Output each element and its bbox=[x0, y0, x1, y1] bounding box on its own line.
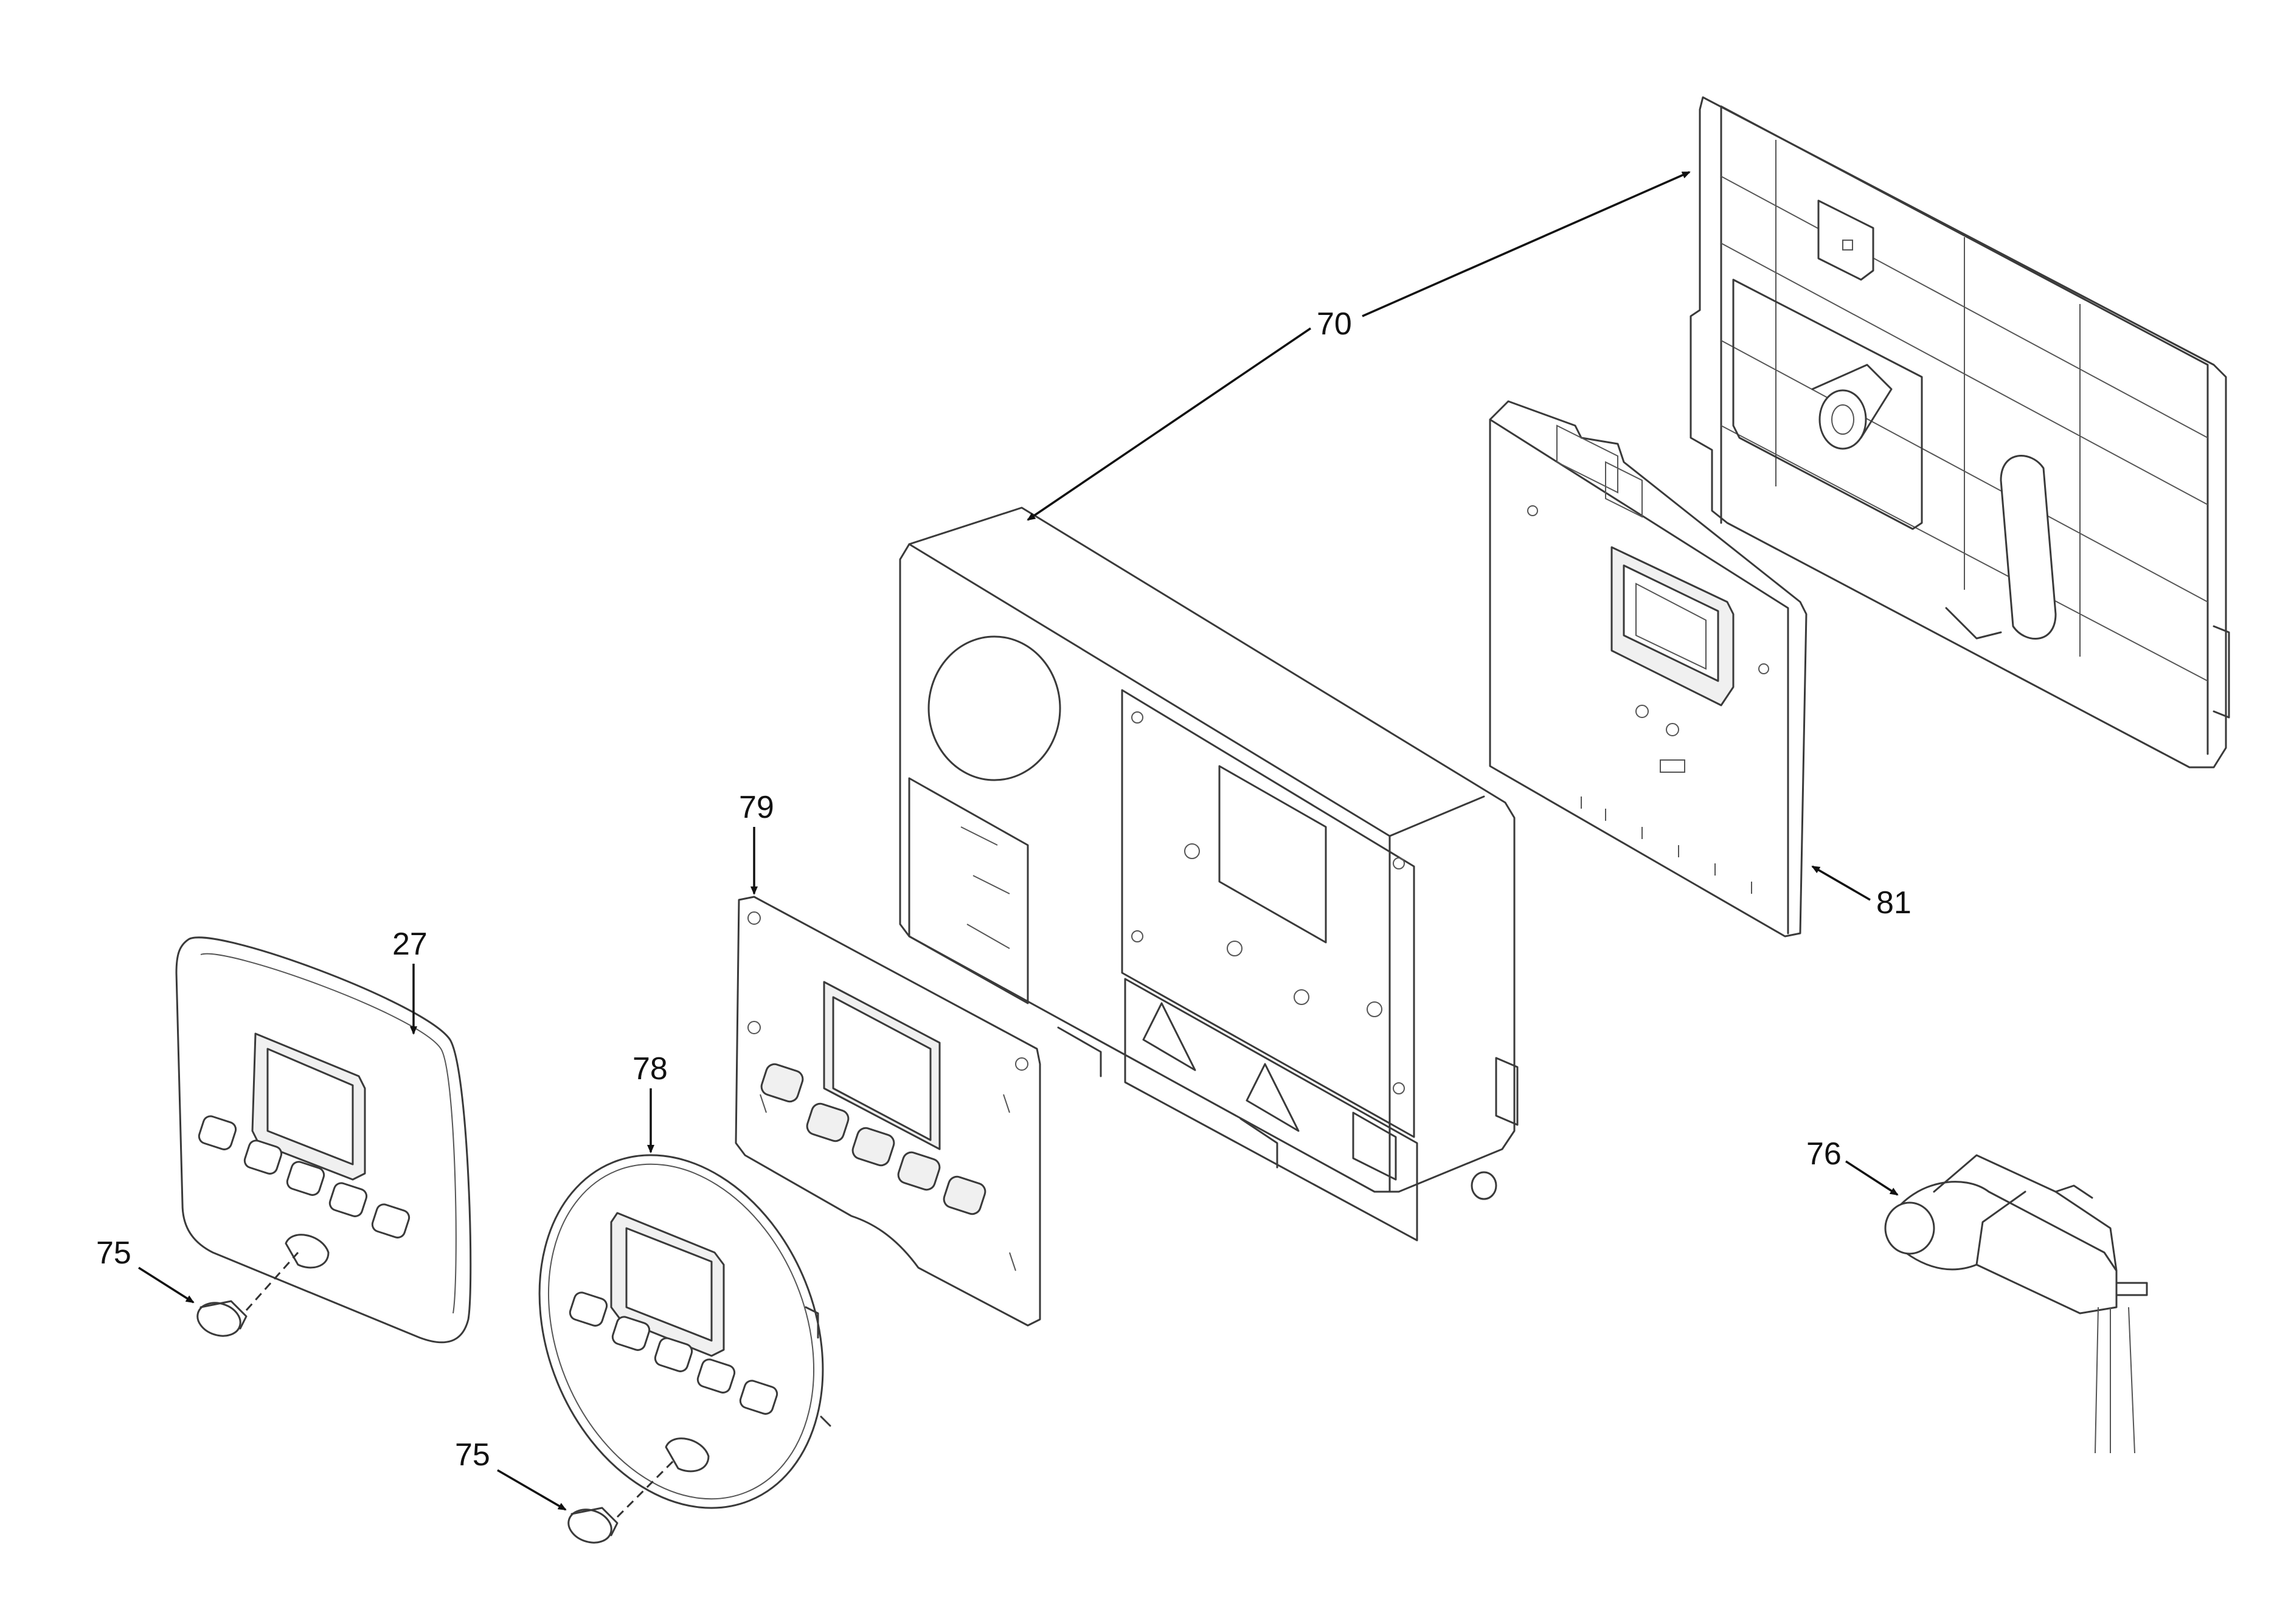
back-plate-part bbox=[1690, 96, 2230, 769]
leader-70-back bbox=[1362, 171, 1691, 317]
plug-part-a bbox=[196, 1300, 248, 1337]
callout-76: 76 bbox=[1806, 1136, 1842, 1172]
rectangular-cover-part bbox=[175, 936, 472, 1344]
callout-75-b: 75 bbox=[455, 1437, 490, 1473]
display-board-part bbox=[735, 896, 1041, 1327]
leader-75-b bbox=[497, 1469, 567, 1511]
plug-part-b bbox=[567, 1507, 619, 1544]
callout-27: 27 bbox=[392, 927, 428, 962]
callout-75-a: 75 bbox=[96, 1235, 131, 1271]
leader-70-front bbox=[1027, 327, 1311, 521]
callout-81: 81 bbox=[1876, 885, 1911, 921]
control-housing-part bbox=[899, 506, 1519, 1242]
callout-79: 79 bbox=[739, 790, 774, 825]
leader-75-a bbox=[138, 1266, 195, 1304]
circuit-board-part bbox=[1489, 400, 1807, 938]
leader-81 bbox=[1811, 865, 1871, 901]
sensor-part bbox=[1884, 1154, 2148, 1454]
round-cover-part bbox=[538, 1154, 831, 1509]
leader-76 bbox=[1845, 1160, 1899, 1196]
callout-78: 78 bbox=[633, 1051, 668, 1087]
callout-70: 70 bbox=[1317, 306, 1352, 342]
